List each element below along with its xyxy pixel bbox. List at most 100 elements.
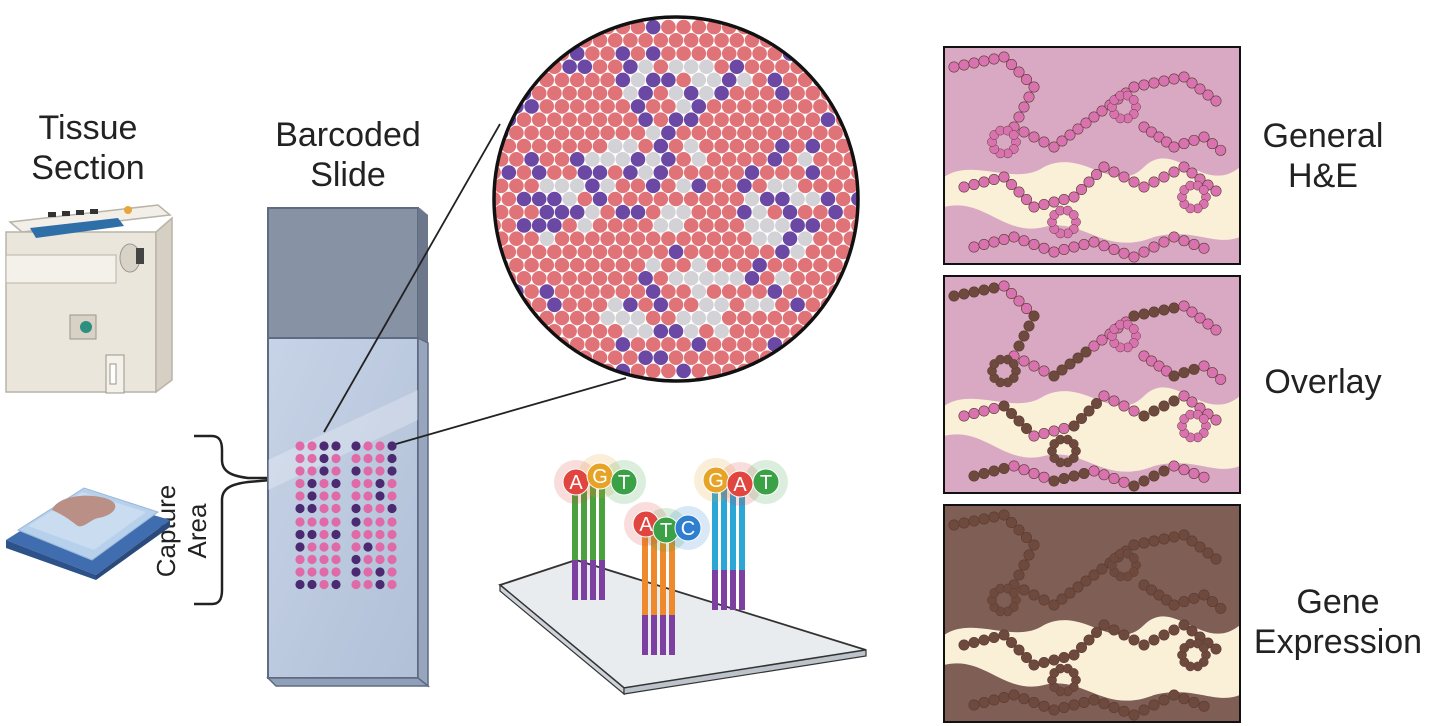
cell-bead (1058, 194, 1070, 206)
spatial-spot (645, 72, 661, 88)
spatial-spot (805, 191, 821, 207)
spatial-spot (759, 59, 775, 75)
spatial-spot (562, 112, 577, 127)
spatial-spot (706, 337, 722, 352)
spatial-spot (524, 204, 539, 220)
spatial-spot (509, 257, 524, 273)
spatial-spot (585, 72, 600, 88)
spatial-spot (668, 244, 684, 260)
spatial-spot (569, 310, 585, 326)
spatial-spot (562, 218, 577, 233)
spatial-spot (630, 152, 646, 167)
capture-spot (307, 567, 317, 577)
spatial-spot (600, 337, 615, 352)
cell-bead (1068, 470, 1080, 482)
spatial-spot (691, 257, 707, 273)
spatial-spot (668, 85, 684, 101)
spatial-spot (820, 218, 836, 233)
spatial-spot (539, 284, 555, 299)
cell-bead (1091, 626, 1103, 638)
spatial-spot (683, 33, 699, 48)
cell-bead (1158, 304, 1170, 316)
probe-glass-plate (498, 559, 867, 696)
spatial-spot (623, 323, 638, 339)
cell-bead (1118, 400, 1130, 412)
capture-spot (331, 567, 341, 577)
capture-spot (295, 441, 305, 451)
spatial-spot (813, 257, 828, 273)
spatial-spot (600, 231, 615, 246)
spatial-spot (516, 165, 532, 180)
spatial-spot (737, 152, 752, 167)
cell-bead (1178, 71, 1190, 83)
spatial-spot (600, 310, 615, 326)
spatial-spot (661, 363, 676, 379)
cell-bead (1148, 77, 1160, 89)
spatial-spot (676, 152, 691, 167)
spatial-spot (752, 46, 767, 61)
capture-spot (295, 542, 305, 552)
spatial-spot (569, 178, 585, 194)
capture-spot (331, 503, 341, 514)
spatial-spot (607, 271, 623, 286)
spatial-spot (767, 284, 783, 299)
spatial-spot (501, 244, 517, 260)
spatial-spot (729, 271, 745, 286)
spatial-spot (668, 218, 684, 233)
cell-bead (1023, 549, 1035, 561)
cell-bead (1215, 602, 1227, 614)
spatial-spot (729, 350, 745, 365)
spatial-spot (592, 218, 608, 233)
spatial-spot (600, 152, 615, 167)
capture-spot (319, 542, 329, 552)
spatial-spot (623, 271, 638, 286)
cell-bead (1178, 596, 1190, 608)
spatial-spot (562, 85, 577, 101)
cell-bead (1210, 414, 1222, 426)
spatial-spot (828, 231, 843, 246)
spatial-spot (737, 337, 752, 352)
cell-bead (998, 509, 1010, 521)
spatial-spot (547, 191, 562, 207)
cell-bead (968, 57, 980, 69)
cell-bead (1048, 370, 1060, 382)
cell-bead (958, 410, 970, 422)
cell-bead (1138, 181, 1150, 193)
cell-bead (1018, 559, 1030, 571)
spatial-spot (721, 231, 737, 246)
capture-spot (331, 554, 341, 565)
cell-bead (1108, 624, 1120, 636)
spatial-spot (615, 178, 631, 194)
spatial-spot (661, 72, 676, 88)
probe-barcode (712, 570, 718, 610)
cell-bead (1138, 246, 1150, 258)
cell-bead (1080, 117, 1092, 129)
spatial-spot (699, 218, 714, 233)
cell-bead (1138, 639, 1150, 651)
cell-bead (1186, 167, 1198, 179)
capture-spot (351, 466, 361, 476)
spatial-spot (509, 152, 524, 167)
cell-bead (978, 513, 990, 525)
spatial-spot (775, 297, 790, 313)
capture-spot (307, 441, 317, 451)
spatial-spot (653, 138, 669, 154)
capture-spot (375, 542, 385, 552)
spatial-spot (683, 350, 699, 365)
cell-bead (1018, 235, 1030, 247)
spatial-spot (752, 72, 767, 88)
capture-spot (331, 529, 341, 540)
spatial-spot (782, 99, 798, 114)
capture-spot (387, 567, 397, 577)
cell-bead (1178, 619, 1190, 631)
spatial-spot (661, 19, 676, 35)
spatial-spot (569, 204, 585, 220)
probe-strand (642, 530, 648, 615)
spatial-spot (592, 59, 608, 75)
cell-bead (1186, 625, 1198, 637)
spatial-spot (676, 72, 691, 88)
spatial-spot (706, 125, 722, 141)
spatial-spot (813, 231, 828, 246)
